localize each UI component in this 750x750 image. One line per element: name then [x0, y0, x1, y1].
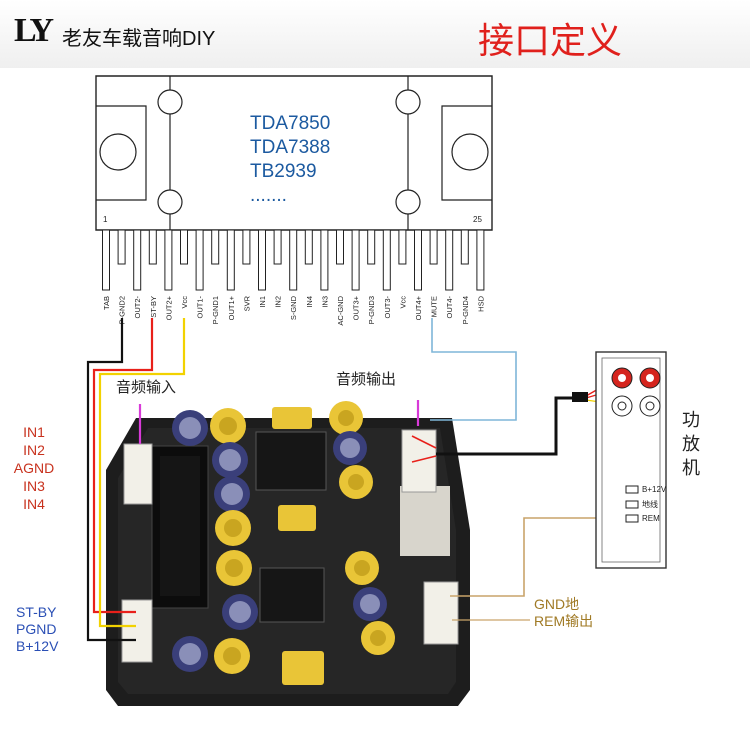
- pin-label: P-GND2: [118, 296, 127, 324]
- chip-pin: [398, 229, 407, 265]
- pin-label: OUT3+: [352, 295, 361, 320]
- pin-label: HSD: [476, 295, 485, 311]
- pin-first-number: 1: [103, 215, 108, 224]
- chip-pin: [117, 229, 126, 265]
- chip-pin: [351, 229, 360, 291]
- chip-pin: [195, 229, 204, 291]
- chip-pin: [289, 229, 298, 291]
- chip-pin: [445, 229, 454, 291]
- power-pgnd: PGND: [16, 621, 57, 637]
- pin-labels: TAB P-GND2 OUT2- ST-BY OUT2+ Vcc OUT1- P-GND1 OU…: [102, 295, 485, 325]
- chip-pin: [180, 229, 188, 265]
- chip-pin: [320, 229, 329, 291]
- page-title: 接口定义: [478, 20, 623, 61]
- chip-model-4: .......: [250, 185, 287, 206]
- chip-pin: [148, 229, 157, 265]
- pin-label: IN2: [274, 296, 283, 308]
- chip-pin: [226, 229, 235, 291]
- amp-char-2: 放: [682, 434, 700, 454]
- chip-pin: [367, 229, 376, 265]
- power-st-by: ST-BY: [16, 604, 57, 620]
- amp-port-rem: REM: [642, 514, 660, 523]
- chip-pin: [429, 229, 438, 265]
- chip-model-list: TDA7850 TDA7388 TB2939 .......: [250, 112, 330, 208]
- amp-port-b12v: B+12V: [642, 485, 667, 494]
- pin-label: OUT1+: [227, 295, 236, 320]
- amp-char-1: 功: [682, 410, 700, 430]
- pin-label: TAB: [102, 296, 111, 310]
- rem-output-label: REM输出: [534, 613, 594, 629]
- pin-label: OUT2-: [133, 295, 142, 318]
- power-b12v: B+12V: [16, 638, 59, 654]
- pin-label: ST-BY: [149, 296, 158, 318]
- pin-label: P-GND3: [367, 296, 376, 324]
- wires: [86, 318, 641, 642]
- chip-pin: [164, 229, 173, 291]
- input-in2: IN2: [23, 442, 45, 458]
- audio-input-label: 音频输入: [116, 379, 177, 396]
- chip-pin: [336, 229, 344, 265]
- chip-model-2: TDA7388: [250, 137, 331, 158]
- chip-pin: [460, 229, 469, 265]
- pin-label: IN1: [258, 296, 267, 308]
- brand-logo: LY: [14, 12, 54, 49]
- chip-pin: [476, 229, 485, 291]
- input-pin-labels: IN1 IN2 AGND IN3 IN4: [12, 423, 56, 513]
- chip-package: 1 25: [95, 75, 493, 231]
- header-bar: LY 老友车载音响DIY 接口定义: [0, 0, 750, 68]
- amp-port-ground: 地线: [642, 499, 658, 509]
- chip-pin: [382, 229, 391, 291]
- pin-label: OUT4+: [414, 295, 423, 320]
- pin-label: SVR: [242, 295, 251, 311]
- pin-label: IN4: [305, 296, 314, 308]
- pin-label: OUT4-: [445, 295, 454, 318]
- chip-model-3: TB2939: [250, 161, 317, 182]
- pin-label: OUT1-: [196, 295, 205, 318]
- chip-pin: [133, 229, 142, 291]
- power-pin-labels: ST-BY PGND B+12V: [16, 604, 58, 655]
- pin-label: IN3: [320, 296, 329, 308]
- pin-last-number: 25: [473, 215, 482, 224]
- amp-char-3: 机: [682, 458, 700, 478]
- chip-pin: [304, 229, 313, 265]
- chip-pin: [414, 229, 422, 291]
- pin-label: S-GND: [289, 295, 298, 320]
- pin-label: Vcc: [180, 296, 189, 309]
- amp-port-labels: B+12V 地线 REM: [642, 483, 666, 527]
- amplifier-label: 功 放 机: [682, 408, 700, 480]
- chip-model-1: TDA7850: [250, 113, 331, 134]
- chip-pin: [258, 229, 266, 291]
- pcb-board: [106, 401, 470, 706]
- amplifier-panel: [595, 351, 667, 569]
- audio-output-label: 音频输出: [336, 371, 397, 388]
- pin-label: OUT3-: [383, 295, 392, 318]
- pin-label: P-GND4: [461, 296, 470, 324]
- pin-label: Vcc: [398, 296, 407, 309]
- chip-pin: [102, 229, 110, 291]
- brand-name: 老友车载音响DIY: [62, 28, 216, 50]
- chip-pins: [102, 229, 485, 291]
- input-in4: IN4: [23, 496, 45, 512]
- chip-pin: [242, 229, 251, 265]
- input-agnd: AGND: [13, 460, 55, 476]
- input-in1: IN1: [23, 424, 45, 440]
- input-in3: IN3: [23, 478, 45, 494]
- pin-label: AC-GND: [336, 295, 345, 325]
- pin-label: OUT2+: [164, 295, 173, 320]
- gnd-label: GND地: [534, 596, 580, 612]
- chip-pin: [211, 229, 220, 265]
- gnd-rem-labels: GND地 REM输出: [534, 596, 593, 630]
- pin-label: MUTE: [430, 296, 439, 317]
- chip-pin: [273, 229, 282, 265]
- pin-label: P-GND1: [211, 296, 220, 324]
